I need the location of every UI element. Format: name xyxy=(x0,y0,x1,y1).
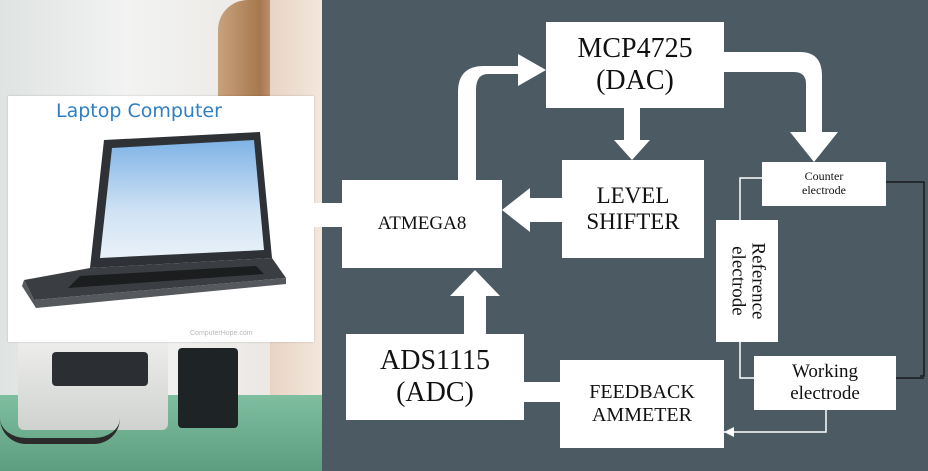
laptop-bottom-edge xyxy=(22,278,286,308)
working-electrode-label: electrode xyxy=(790,383,860,404)
wire-reference-to-counter xyxy=(739,177,762,232)
laptop-screen xyxy=(100,140,264,258)
watermark-text: ComputerHope.com xyxy=(190,330,253,337)
dac-label: (DAC) xyxy=(596,65,674,96)
ads1115-adc-block: ADS1115 (ADC) xyxy=(346,334,524,420)
ads1115-label: ADS1115 xyxy=(380,344,490,376)
second-device-image xyxy=(178,348,238,428)
mcp4725-dac-block: MCP4725 (DAC) xyxy=(546,22,724,108)
ammeter-label: AMMETER xyxy=(591,404,692,426)
laptop-keyboard xyxy=(68,266,264,288)
arrow-levelshifter-to-atmega xyxy=(502,188,562,232)
working-electrode-block: Working electrode xyxy=(754,356,896,410)
atmega8-label: ATMEGA8 xyxy=(377,213,467,235)
counter-label: Counter xyxy=(804,169,844,184)
adc-label: (ADC) xyxy=(396,377,474,408)
level-label: LEVEL xyxy=(596,182,670,208)
arrow-mcp4725-to-counter xyxy=(724,52,838,162)
device-port-panel xyxy=(52,352,148,386)
arrow-atmega-to-laptop xyxy=(286,195,342,235)
laptop-illustration xyxy=(22,132,286,308)
feedback-ammeter-block: FEEDBACK AMMETER xyxy=(560,360,724,448)
wire-counter-to-edge xyxy=(886,181,925,377)
arrow-ads1115-to-atmega xyxy=(450,270,500,334)
counter-electrode-block: Counter electrode xyxy=(762,162,886,206)
connector-ammeter-to-ads1115 xyxy=(524,382,560,402)
reference-electrode-block: Reference electrode xyxy=(716,220,778,342)
wire-arrowhead-ammeter xyxy=(724,427,734,437)
reference-label: Reference xyxy=(746,242,768,320)
atmega8-block: ATMEGA8 xyxy=(342,180,502,268)
shifter-label: SHIFTER xyxy=(586,209,680,234)
wire-working-to-ammeter xyxy=(724,410,827,433)
reference-electrode-label: electrode xyxy=(727,246,748,316)
working-label: Working xyxy=(791,361,859,383)
cable-image xyxy=(0,418,120,444)
feedback-label: FEEDBACK xyxy=(589,381,695,403)
laptop-caption: Laptop Computer xyxy=(56,100,222,122)
counter-electrode-label: electrode xyxy=(802,183,846,197)
arrow-atmega-to-mcp4725 xyxy=(458,54,546,180)
wire-reference-to-working xyxy=(739,342,758,379)
level-shifter-block: LEVEL SHIFTER xyxy=(562,160,704,258)
arrow-mcp4725-to-levelshifter xyxy=(614,108,650,160)
mcp4725-label: MCP4725 xyxy=(577,32,693,64)
